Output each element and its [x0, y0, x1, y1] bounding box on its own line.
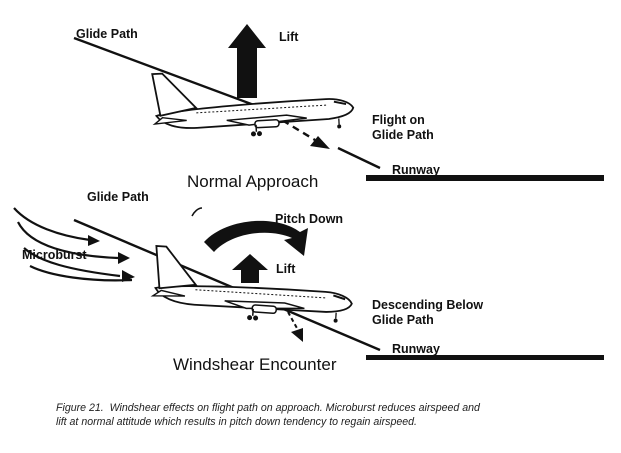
- flight-label-line2: Glide Path: [372, 128, 434, 142]
- glide-path-line: [73, 218, 381, 352]
- flight-label-line1: Flight on: [372, 113, 425, 127]
- lift-label: Lift: [279, 30, 299, 44]
- lift-arrow-icon: [232, 254, 268, 283]
- glide-path-label: Glide Path: [87, 190, 149, 204]
- lift-arrow-icon: [228, 24, 266, 98]
- microburst-arrows-icon: [13, 207, 133, 282]
- caption-line1: Figure 21. Windshear effects on flight p…: [56, 401, 576, 415]
- runway-label: Runway: [392, 163, 440, 177]
- microburst-label: Microburst: [22, 248, 87, 262]
- descent-arrow-shaft: [287, 311, 299, 331]
- runway-label: Runway: [392, 342, 440, 356]
- bottom-panel: [13, 207, 604, 360]
- runway-bar: [366, 355, 604, 360]
- microburst-arrow-heads: [88, 235, 135, 282]
- flight-path-arrow-head: [310, 136, 330, 149]
- descending-label-line2: Glide Path: [372, 313, 434, 327]
- glide-path-label: Glide Path: [76, 27, 138, 41]
- glide-path-line-to-runway: [337, 146, 381, 170]
- glide-path-line: [73, 36, 263, 110]
- descending-below-glide-path-label: Descending Below Glide Path: [372, 298, 483, 328]
- top-panel: [73, 24, 604, 181]
- flight-on-glide-path-label: Flight on Glide Path: [372, 113, 434, 143]
- windshear-encounter-title: Windshear Encounter: [173, 355, 337, 374]
- lift-label: Lift: [276, 262, 296, 276]
- runway-bar: [366, 175, 604, 181]
- figure-caption: Figure 21. Windshear effects on flight p…: [56, 401, 576, 429]
- descent-arrow-head: [291, 328, 303, 342]
- pitch-down-label: Pitch Down: [275, 212, 344, 226]
- figure-label: Figure 21.: [56, 402, 104, 414]
- flight-path-dashed-line: [261, 106, 316, 142]
- caption-text-line2: lift at normal attitude which results in…: [56, 416, 417, 428]
- descending-label-line1: Descending Below: [372, 298, 484, 312]
- normal-approach-title: Normal Approach: [187, 172, 319, 191]
- caption-text-line1: Windshear effects on flight path on appr…: [109, 402, 480, 414]
- pitch-down-arrow-icon: [204, 220, 308, 256]
- pitch-indicator-tick: [191, 207, 203, 217]
